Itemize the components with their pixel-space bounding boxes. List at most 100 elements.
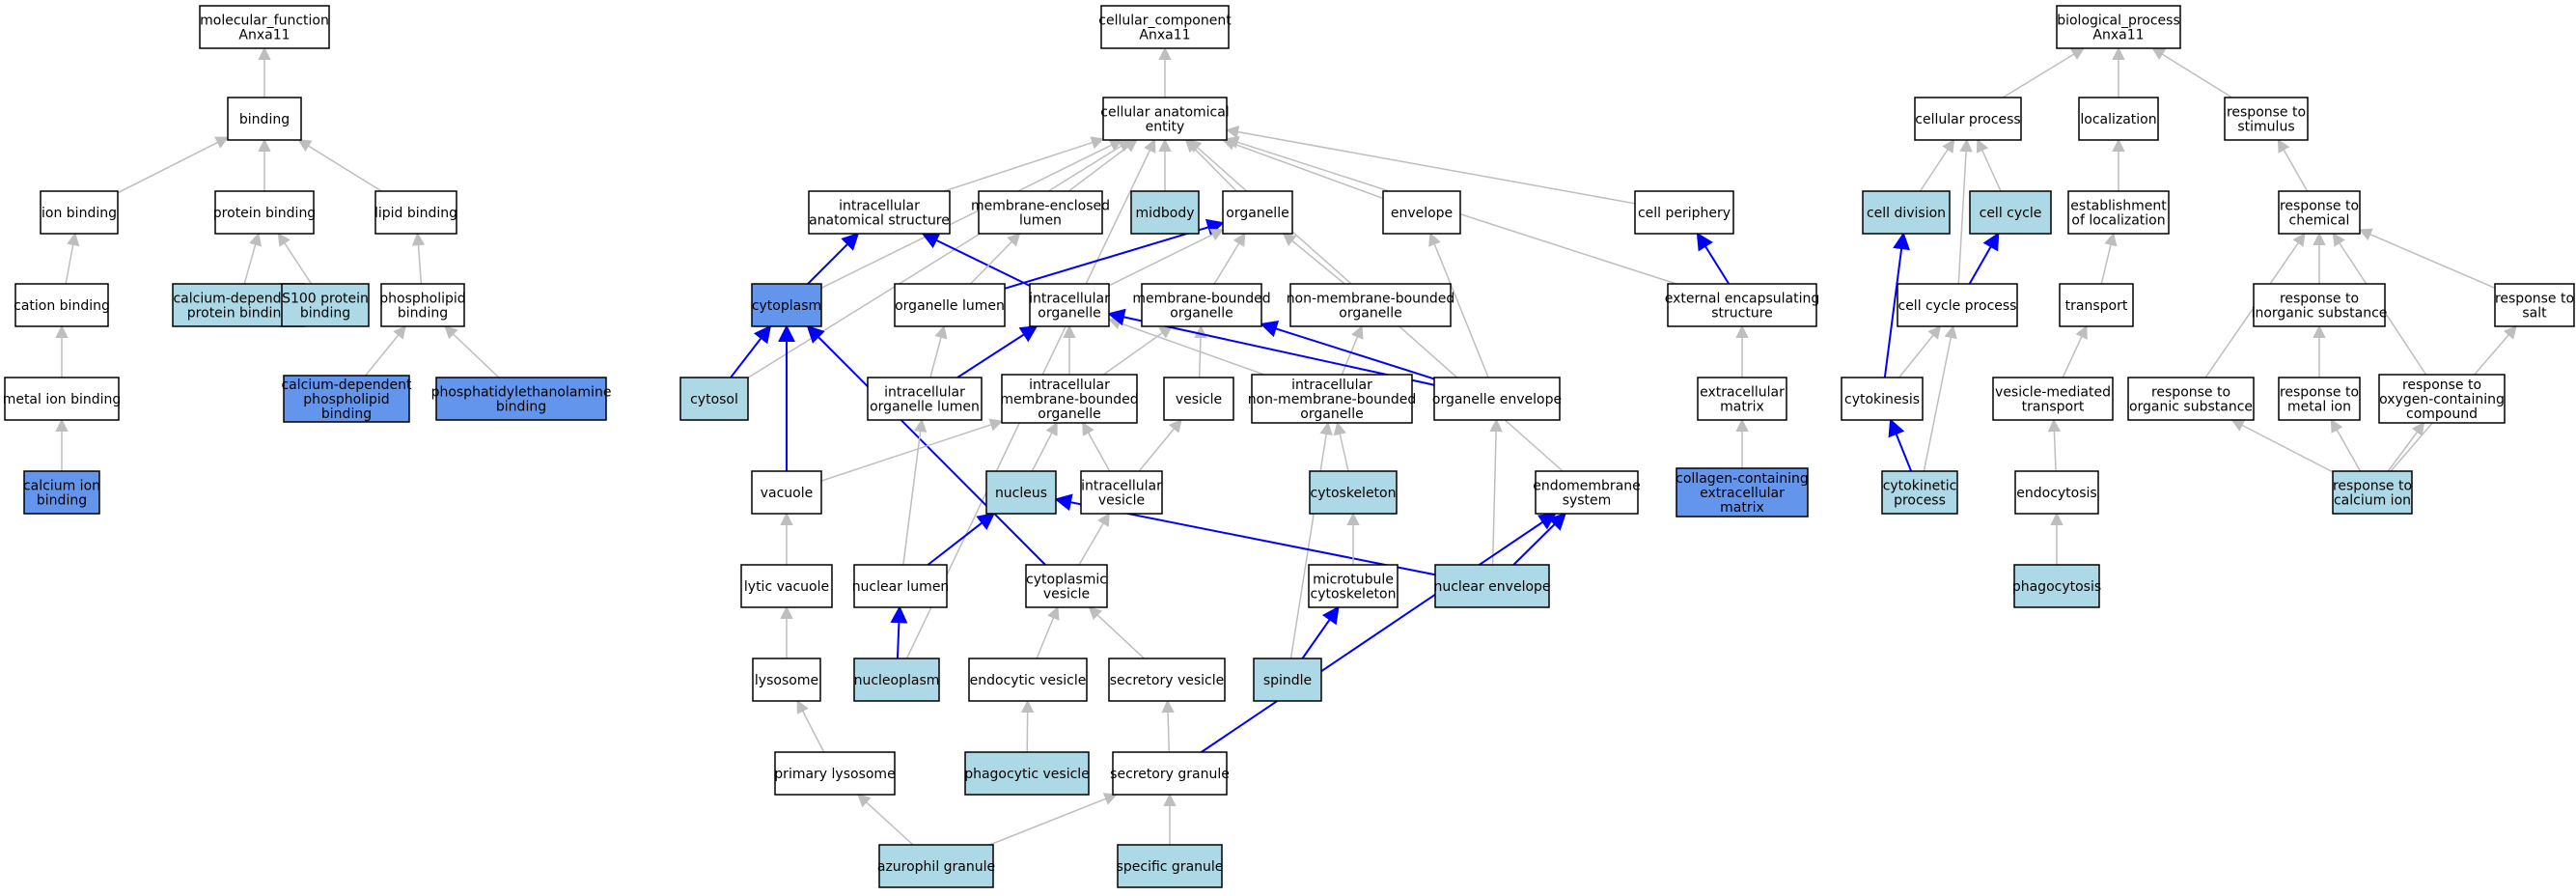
go-term-node-metal-ion-binding[interactable]: metal ion binding [3, 377, 122, 421]
go-term-node-phagocytic-vesicle[interactable]: phagocytic vesicle [964, 751, 1090, 796]
go-term-node-cellular-process[interactable]: cellular process [1914, 97, 2022, 141]
go-term-node-nucleus[interactable]: nucleus [985, 470, 1057, 515]
go-term-node-cell-cycle[interactable]: cell cycle [1969, 190, 2052, 235]
go-term-box [1667, 283, 1817, 327]
go-term-node-lipid-binding[interactable]: lipid binding [374, 190, 457, 235]
go-term-node-cytoskeleton[interactable]: cytoskeleton [1309, 470, 1398, 515]
go-term-node-cell-division[interactable]: cell division [1862, 190, 1951, 235]
go-term-node-azurophil-granule[interactable]: azurophil granule [877, 844, 995, 888]
go-term-node-binding[interactable]: binding [227, 97, 302, 141]
go-term-label-line: azurophil granule [877, 859, 995, 875]
go-term-node-vacuole[interactable]: vacuole [751, 470, 822, 515]
go-term-node-secretory-granule[interactable]: secretory granule [1110, 751, 1230, 796]
go-term-node-phagocytosis[interactable]: phagocytosis [2012, 564, 2101, 608]
go-term-node-transport[interactable]: transport [2059, 283, 2134, 327]
go-term-label-line: collagen-containing [1676, 471, 1809, 487]
go-term-node-protein-binding[interactable]: protein binding [213, 190, 316, 235]
go-term-label-line: non-membrane-bounded [1287, 292, 1455, 307]
go-term-label-line: phagocytic vesicle [964, 767, 1090, 782]
go-term-box [1289, 283, 1452, 327]
go-term-node-cytokinesis[interactable]: cytokinesis [1841, 377, 1924, 421]
go-term-node-envelope[interactable]: envelope [1382, 190, 1461, 235]
go-term-label-line: cellular anatomical [1100, 105, 1229, 121]
go-term-label-line: lumen [1019, 213, 1062, 229]
go-term-node-midbody[interactable]: midbody [1130, 190, 1200, 235]
go-term-node-lysosome[interactable]: lysosome [752, 658, 821, 702]
go-term-node-endocytic-vesicle[interactable]: endocytic vesicle [968, 658, 1088, 702]
go-term-box [1251, 374, 1413, 424]
go-term-box [2078, 97, 2159, 141]
go-term-node-cytosol[interactable]: cytosol [679, 377, 749, 421]
go-term-node-organelle-envelope[interactable]: organelle envelope [1432, 377, 1562, 421]
go-term-node-primary-lysosome[interactable]: primary lysosome [774, 751, 896, 796]
go-term-node-cell-periphery[interactable]: cell periphery [1634, 190, 1734, 235]
go-term-node-organelle-lumen[interactable]: organelle lumen [894, 283, 1006, 327]
go-term-node-specific-granule[interactable]: specific granule [1117, 844, 1224, 888]
go-term-node-endocytosis[interactable]: endocytosis [2014, 470, 2099, 515]
go-term-label-line: organic substance [2129, 400, 2253, 415]
go-term-node-localization[interactable]: localization [2078, 97, 2159, 141]
go-term-node-intracellular-nmbo[interactable]: intracellularnon-membrane-boundedorganel… [1248, 374, 1417, 424]
go-term-label-line: cell cycle process [1898, 298, 2017, 314]
go-term-node-organelle[interactable]: organelle [1222, 190, 1293, 235]
go-term-node-nuclear-envelope[interactable]: nuclear envelope [1433, 564, 1551, 608]
go-term-node-cytoplasm[interactable]: cytoplasm [751, 283, 822, 327]
edge-nuclear-lumen-to-nucleus [927, 512, 996, 566]
go-term-box [1253, 658, 1322, 702]
go-term-node-nuclear-lumen[interactable]: nuclear lumen [852, 564, 950, 608]
go-term-label-line: Anxa11 [1139, 28, 1190, 43]
go-term-label-line: cell division [1867, 206, 1946, 221]
go-term-label-line: stimulus [2237, 120, 2294, 135]
edge-cell-cycle-to-cellular-process [1976, 138, 2002, 192]
go-term-label-line: membrane-bounded [1132, 292, 1270, 307]
go-term-box [1434, 564, 1550, 608]
go-term-node-cation-binding[interactable]: cation binding [14, 283, 110, 327]
go-term-node-vesicle[interactable]: vesicle [1163, 377, 1234, 421]
go-term-box [1108, 658, 1226, 702]
go-term-node-secretory-vesicle[interactable]: secretory vesicle [1108, 658, 1226, 702]
go-term-box [1433, 377, 1561, 421]
edges-layer [55, 46, 2517, 846]
go-term-node-spindle[interactable]: spindle [1253, 658, 1322, 702]
go-term-label-line: response to [2280, 385, 2359, 401]
go-term-node-cell-cycle-process[interactable]: cell cycle process [1897, 283, 2018, 327]
go-term-node-lytic-vacuole[interactable]: lytic vacuole [740, 564, 833, 608]
go-term-label-line: intracellular [884, 385, 965, 401]
go-term-node-ion-binding[interactable]: ion binding [40, 190, 119, 235]
go-term-node-nucleoplasm[interactable]: nucleoplasm [853, 658, 940, 702]
